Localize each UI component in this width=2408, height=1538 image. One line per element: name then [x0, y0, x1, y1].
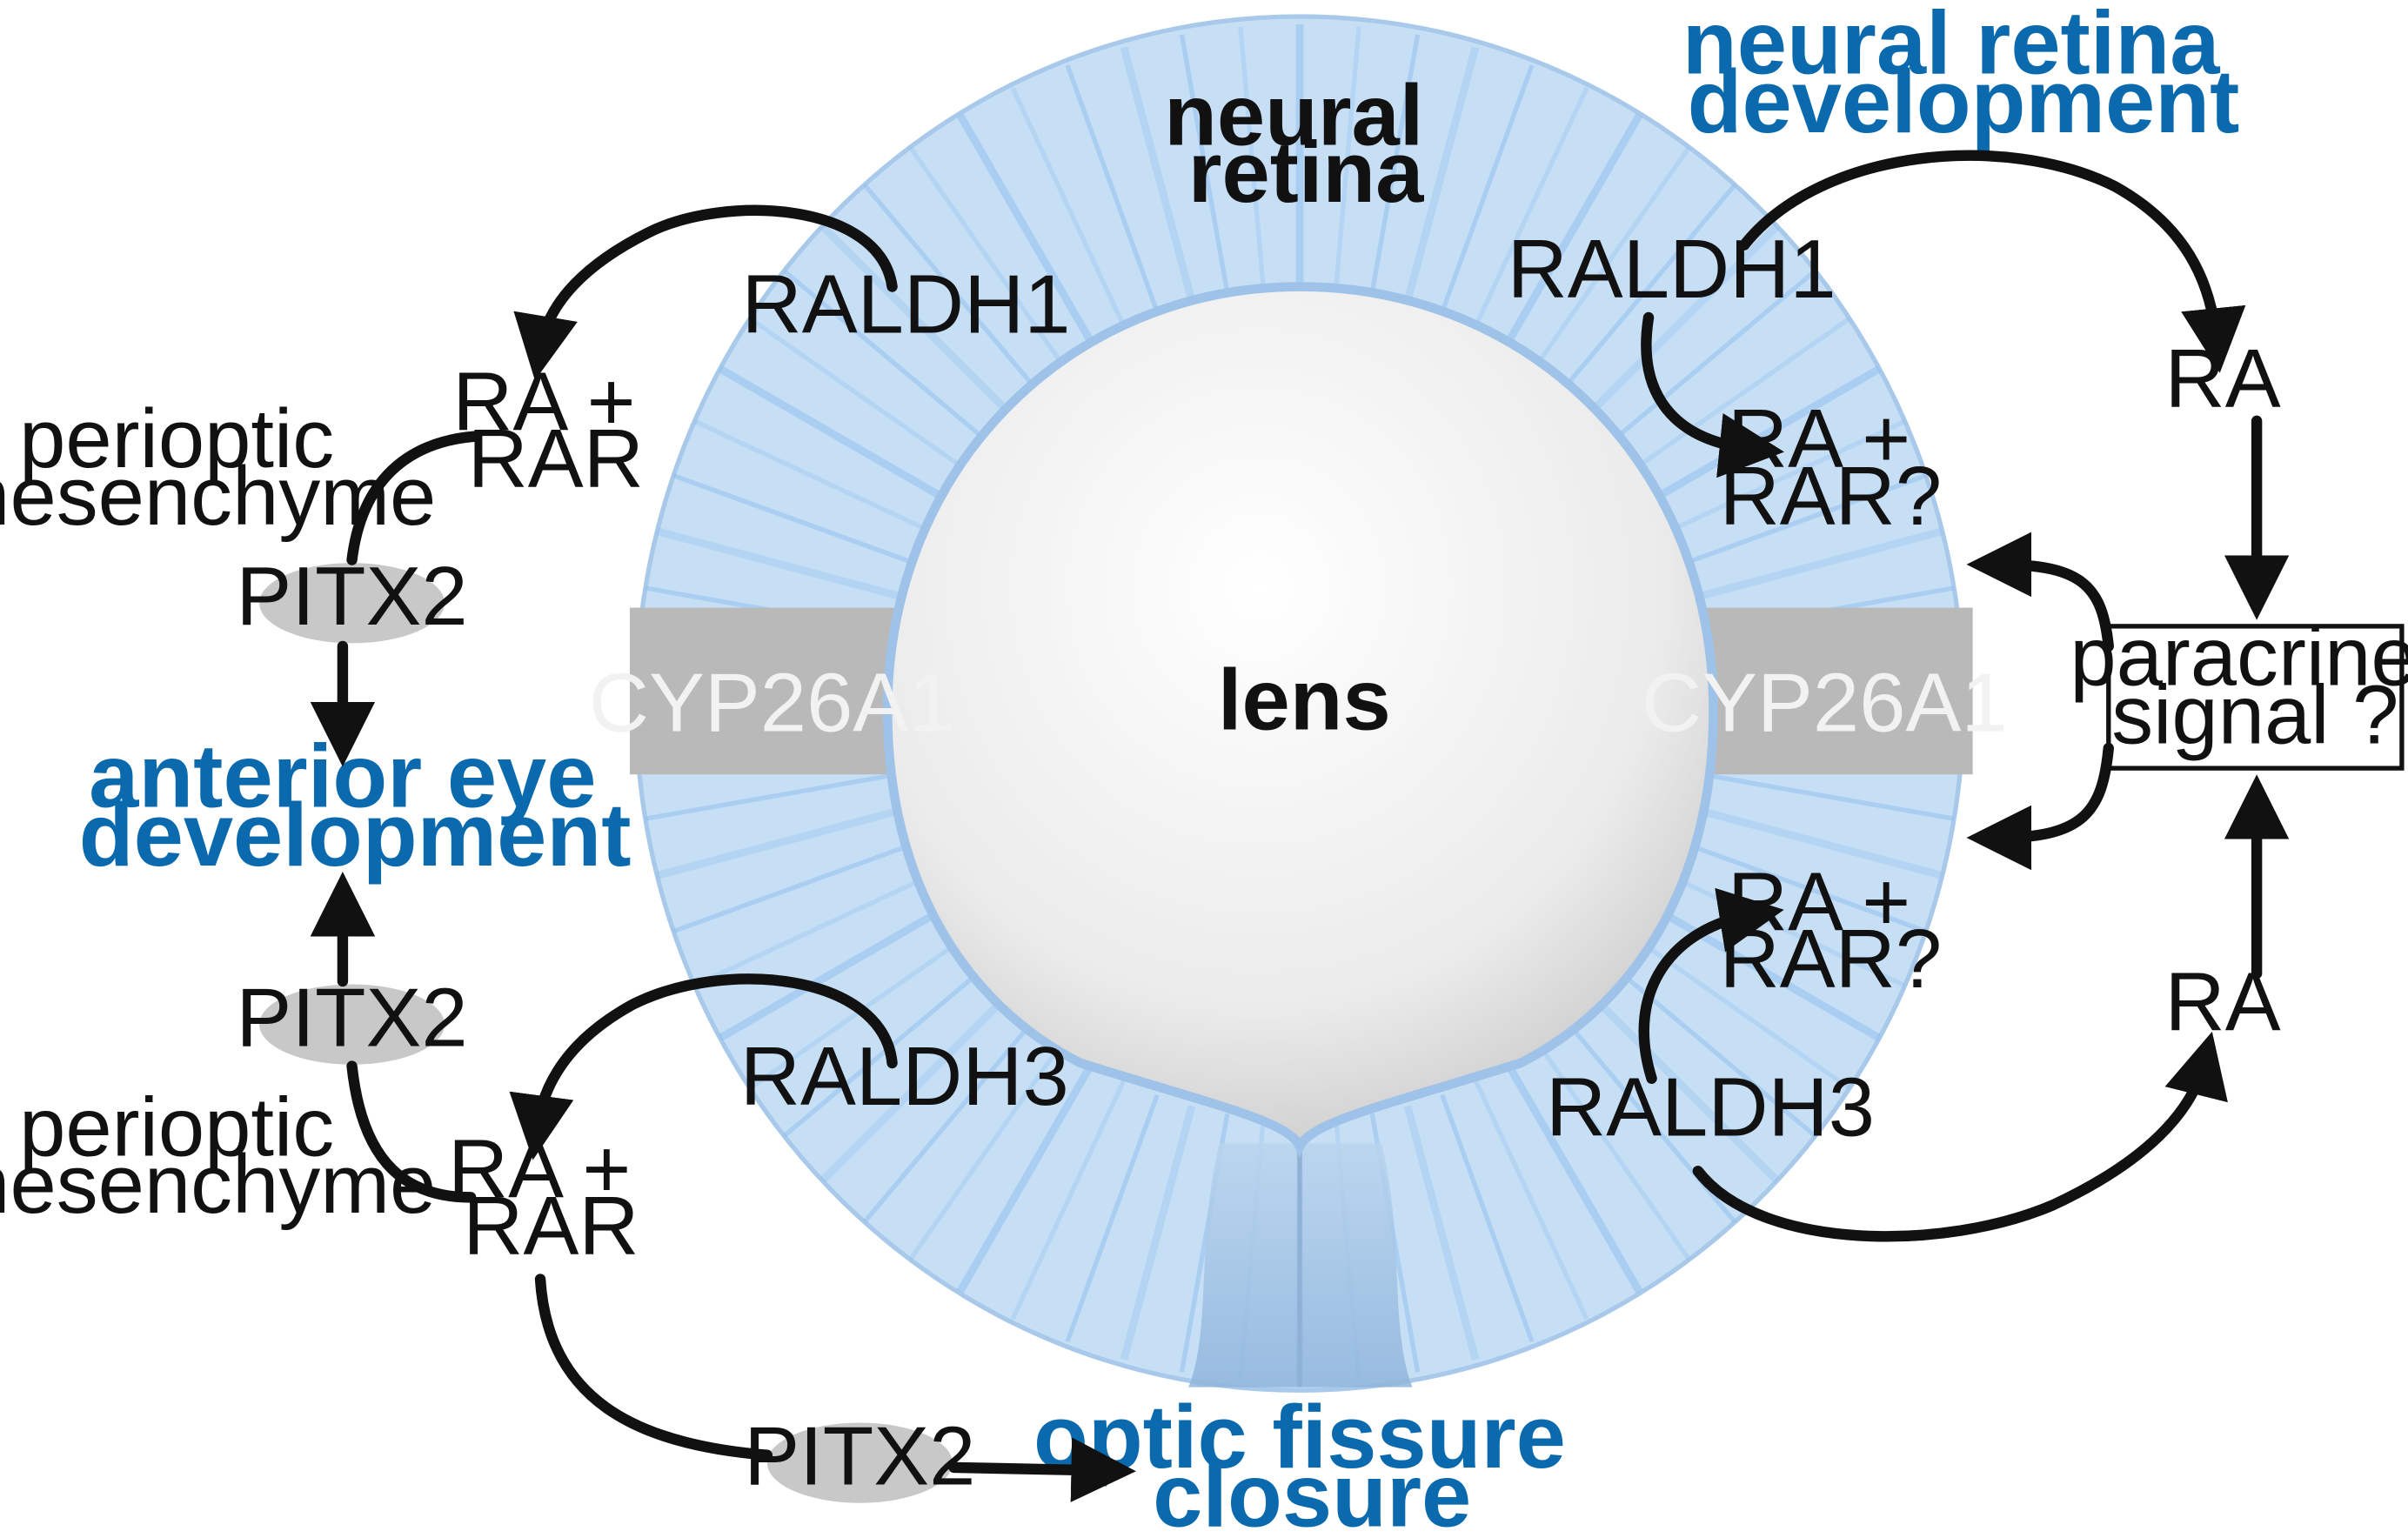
pitx2-bottom-node: PITX2	[744, 1409, 975, 1503]
retina-ray	[660, 843, 909, 939]
retina-ray	[1440, 1093, 1535, 1343]
retina-ray	[1504, 1062, 1643, 1294]
retina-ray	[1120, 1105, 1196, 1361]
retina-ray	[1065, 64, 1160, 313]
arrow-raldh3-to-ra-rar-left	[509, 973, 898, 1160]
svg-text:PITX2: PITX2	[744, 1409, 975, 1502]
retina-ray	[1403, 1105, 1480, 1361]
retina-ray	[1709, 773, 1963, 824]
ra-rar-q-top-label: RA + RAR?	[1720, 392, 1943, 543]
retina-ray	[1474, 1080, 1589, 1321]
retina-ray	[1639, 940, 1858, 1095]
retina-ray	[778, 264, 982, 438]
retina-ray	[709, 360, 941, 498]
retina-ray	[1617, 264, 1822, 438]
raldh3-right-label: RALDH3	[1546, 1060, 1875, 1154]
retina-ray	[1369, 34, 1421, 294]
retina-ray	[1065, 1093, 1160, 1343]
retina-ray	[1440, 64, 1535, 313]
cyp26a1-right-label: CYP26A1	[1642, 657, 2008, 750]
retina-ray	[956, 113, 1095, 344]
ra-rar-bottom-left-label: RA + RAR	[448, 1122, 654, 1273]
raldh3-left-label: RALDH3	[740, 1030, 1069, 1123]
retina-ray	[1010, 86, 1126, 327]
ra-rar-q-bottom-label: RA + RAR?	[1720, 855, 1943, 1006]
svg-text:PITX2: PITX2	[236, 971, 467, 1064]
svg-text:PITX2: PITX2	[236, 550, 467, 643]
retina-ray	[861, 181, 1034, 386]
arrow-ra-rar-bottom-to-pitx2-mid	[346, 1060, 477, 1203]
retina-ray	[1403, 46, 1480, 302]
neural-retina-label: neural retina	[1164, 67, 1448, 221]
lens-label: lens	[1218, 652, 1391, 749]
arrow-raldh3-to-ra-rar-q-bottom	[1638, 887, 1784, 1084]
retina-ray	[636, 773, 890, 824]
lens-body	[882, 282, 1718, 1158]
retina-ray	[1120, 46, 1196, 302]
retina-ray	[1639, 311, 1858, 466]
neural-retina-development-label: neural retina development	[1682, 0, 2244, 151]
svg-text:paracrine signal ?: paracrine signal ?	[2070, 610, 2408, 761]
anterior-eye-development-label: anterior eye development	[79, 726, 632, 884]
arrow-raldh1-to-ra-rar-left	[513, 204, 898, 381]
retina-ray	[1238, 26, 1266, 289]
retina-ray	[1591, 220, 1783, 411]
retina-ray	[1536, 1043, 1691, 1261]
cyp26a1-left-label: CYP26A1	[589, 657, 955, 750]
retina-ray	[1565, 181, 1738, 386]
arrow-ra-rar-to-pitx2-top	[346, 431, 481, 565]
retina-ray	[908, 1043, 1063, 1261]
retina-ray	[1690, 469, 1939, 564]
paracrine-signal-box: paracrine signal ?	[2070, 610, 2408, 771]
ra-rar-top-left-label: RA + RAR	[452, 356, 659, 506]
retina-ray	[1701, 524, 1957, 599]
retina-ray	[1591, 995, 1783, 1187]
retina-ray	[1690, 843, 1939, 939]
retina-ray	[1536, 145, 1691, 364]
retina-ray	[741, 940, 960, 1095]
arrow-pitx2-to-optic-fissure	[948, 1437, 1136, 1502]
retina-ray	[816, 220, 1008, 411]
retina-ray	[741, 311, 960, 466]
retina-ray	[908, 145, 1063, 364]
retina-ray	[816, 995, 1008, 1187]
arrow-ra-rar-to-pitx2-bottom	[534, 1274, 773, 1461]
pitx2-mid-node: PITX2	[236, 971, 468, 1065]
retina-ray	[1179, 34, 1230, 294]
retina-ray	[1701, 807, 1957, 883]
ra-bottom-right-label: RA	[2165, 956, 2281, 1049]
retina-ray	[1504, 113, 1643, 344]
arrows	[310, 150, 2290, 1502]
raldh1-left-label: RALDH1	[742, 258, 1071, 351]
retina-ray	[778, 969, 982, 1142]
arrow-raldh1-to-ra-rar-q-top	[1641, 311, 1784, 478]
retina-ray	[956, 1062, 1095, 1294]
retina-ray	[1474, 86, 1589, 327]
retina-ray	[642, 524, 899, 599]
retina-ray	[1676, 414, 1916, 530]
arrow-raldh3-to-ra-bottom	[1692, 1031, 2228, 1242]
retina-ray	[861, 1020, 1034, 1226]
arrow-paracrine-to-retina-bottom	[1966, 742, 2114, 871]
retina-ray	[1010, 1080, 1126, 1321]
perioptic-mesenchyme-bottom-label: perioptic mesenchyme	[0, 1080, 436, 1231]
optic-fissure-closure-label: optic fissure closure	[1033, 1387, 1590, 1538]
retina-ray	[683, 877, 923, 993]
raldh1-right-label: RALDH1	[1508, 223, 1836, 316]
ra-top-right-label: RA	[2165, 332, 2281, 425]
retina-ray	[642, 807, 899, 883]
arrow-paracrine-to-retina-top	[1966, 532, 2114, 652]
retina-ray	[1565, 1020, 1738, 1226]
retina-ray	[683, 414, 923, 530]
retina-ray	[660, 469, 909, 564]
retina-ray	[1334, 26, 1361, 289]
arrow-raldh1-to-ra-top	[1738, 150, 2246, 373]
perioptic-mesenchyme-top-label: perioptic mesenchyme	[0, 392, 436, 543]
pitx2-top-node: PITX2	[236, 550, 468, 644]
retina-ray	[709, 908, 941, 1047]
